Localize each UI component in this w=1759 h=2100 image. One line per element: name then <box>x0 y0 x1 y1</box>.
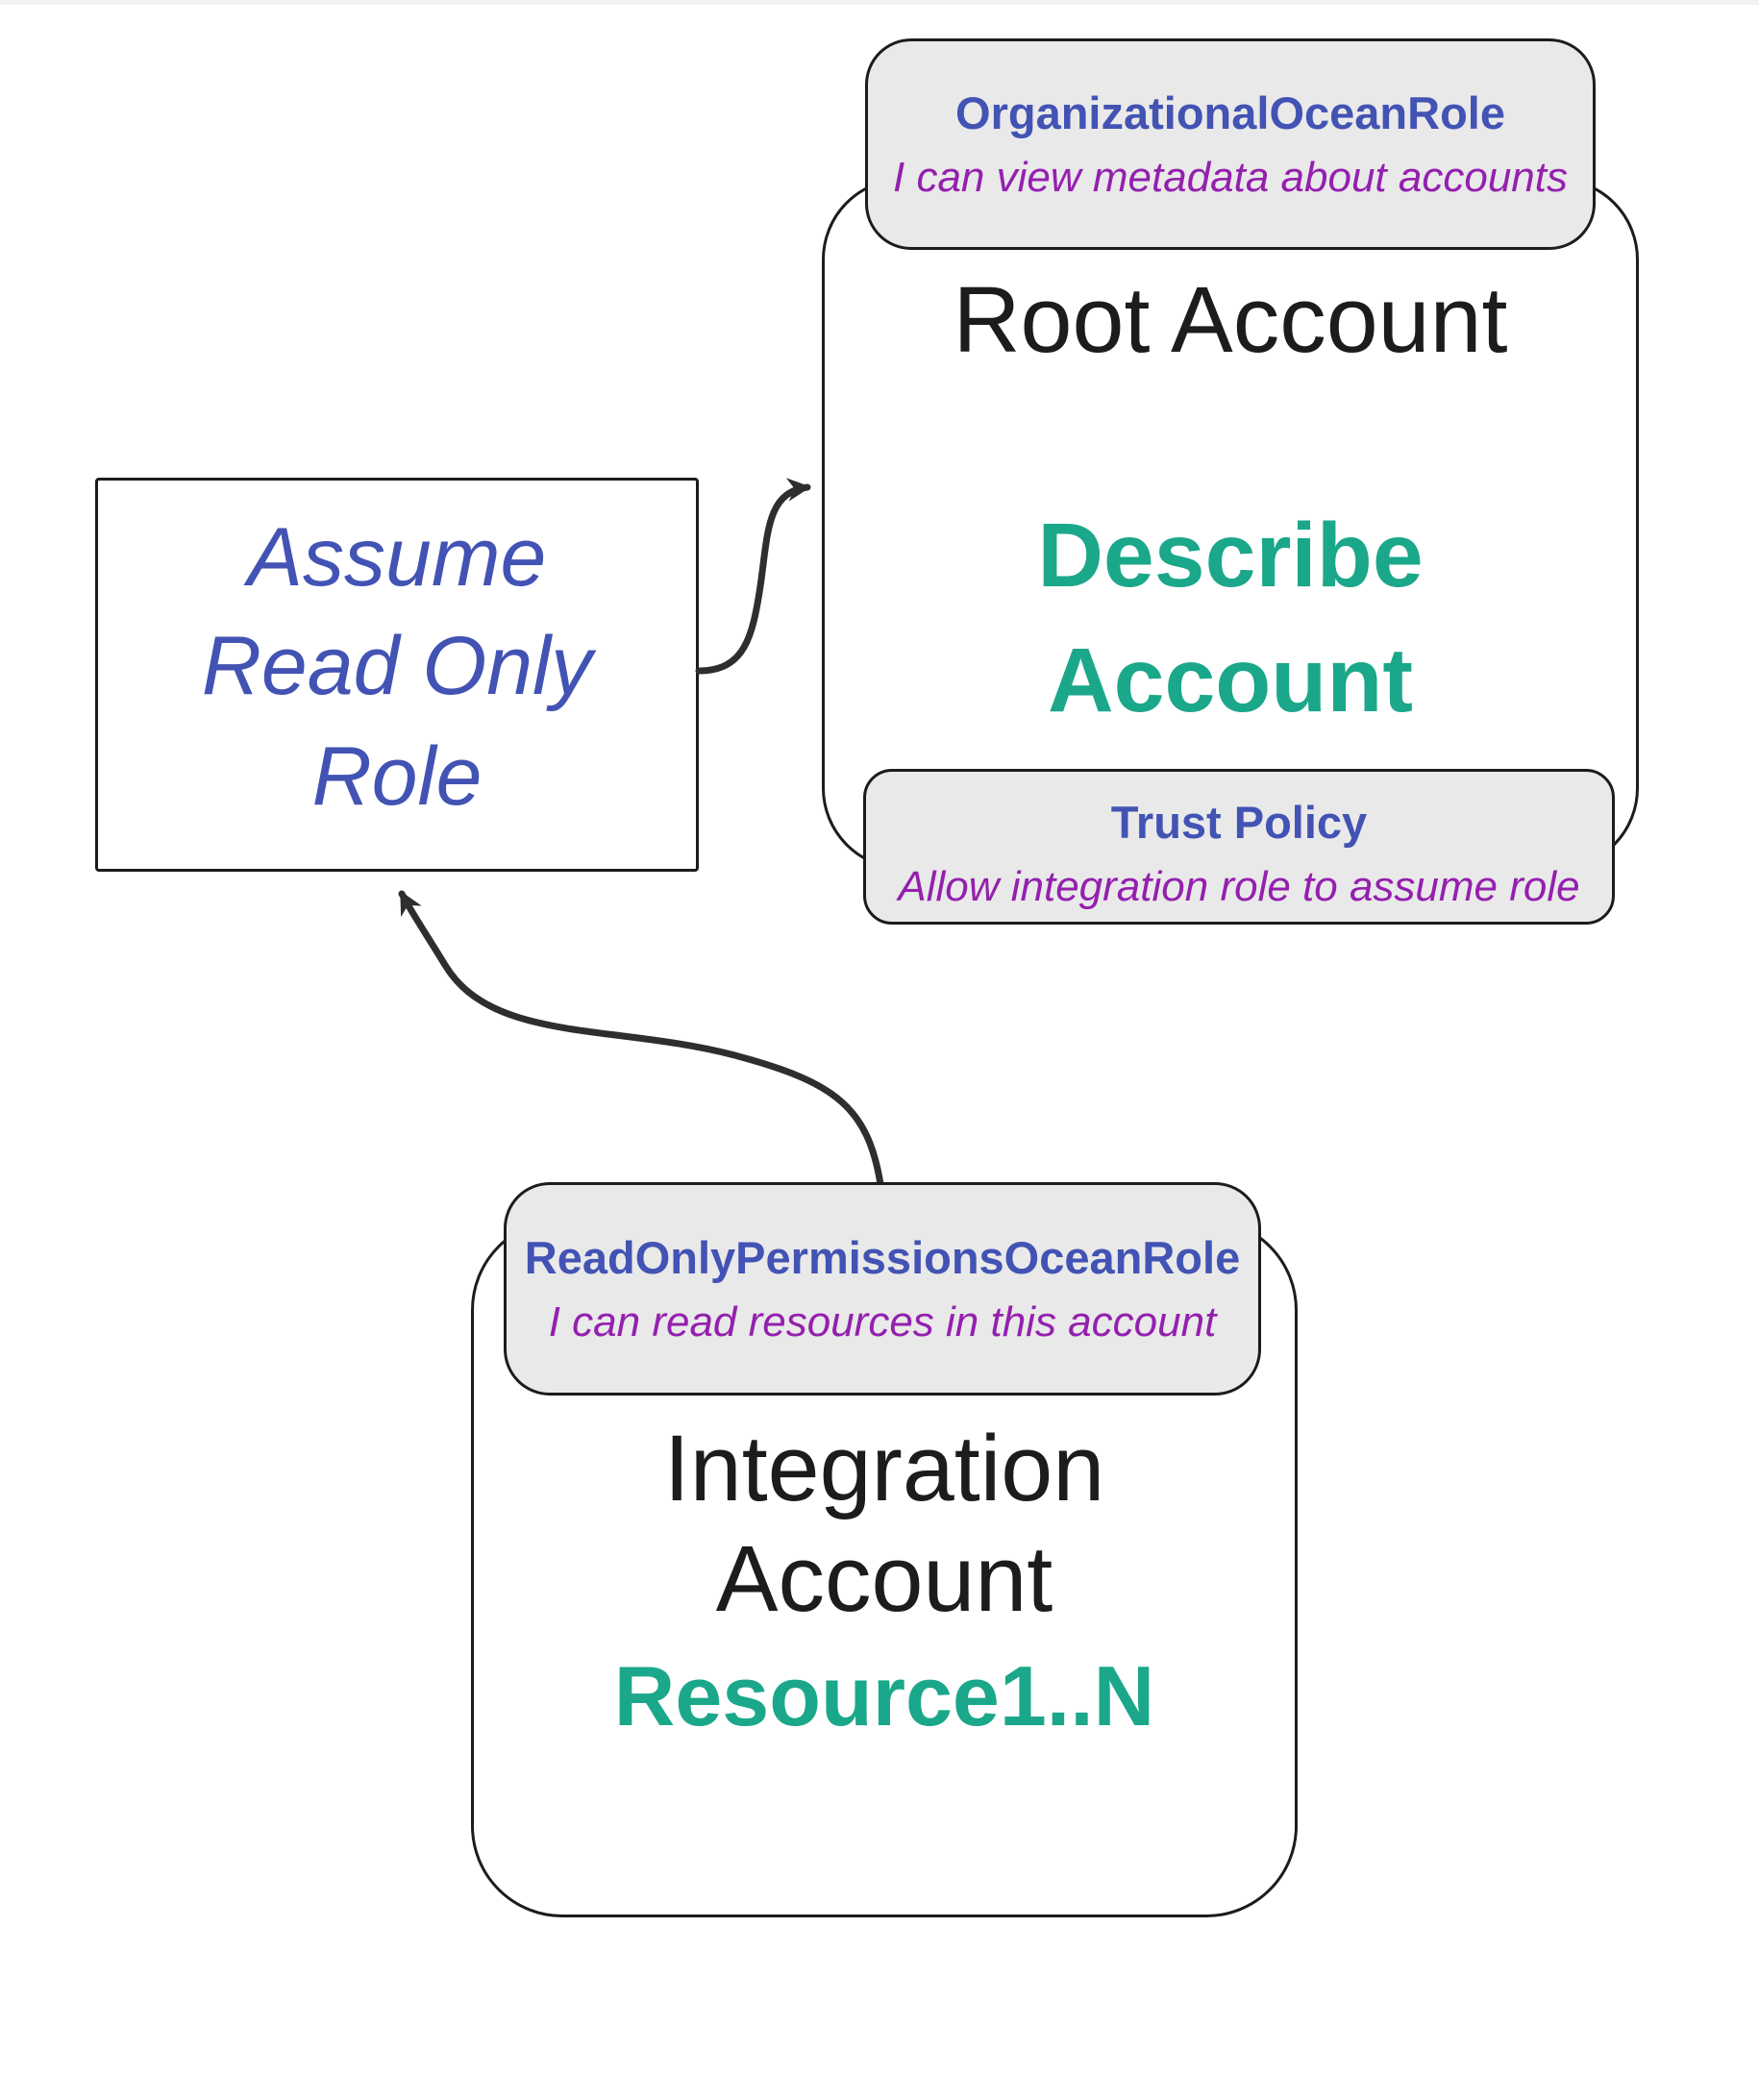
trust-policy-title: Trust Policy <box>1110 796 1368 848</box>
read-only-permissions-ocean-role-badge: ReadOnlyPermissionsOceanRole I can read … <box>504 1182 1261 1396</box>
assume-role-line3: Role <box>311 730 483 823</box>
describe-account-line2: Account <box>1048 630 1413 731</box>
integration-account-title-line1: Integration <box>663 1416 1105 1520</box>
assume-role-line2: Read Only <box>201 620 593 712</box>
root-account-title: Root Account <box>953 267 1508 372</box>
integration-account-title-line2: Account <box>715 1526 1053 1631</box>
page-top-divider <box>0 0 1759 5</box>
root-account-box: Root Account Describe Account <box>822 178 1639 870</box>
assume-read-only-role-box: Assume Read Only Role <box>95 478 699 872</box>
organizational-ocean-role-subtitle: I can view metadata about accounts <box>893 153 1568 201</box>
describe-account-line1: Describe <box>1037 505 1424 606</box>
assume-role-line1: Assume <box>247 511 547 604</box>
organizational-ocean-role-badge: OrganizationalOceanRole I can view metad… <box>865 38 1596 250</box>
organizational-ocean-role-title: OrganizationalOceanRole <box>955 86 1505 138</box>
integration-to-assume-arrow <box>398 890 884 1188</box>
integration-resources-label: Resource1..N <box>613 1648 1155 1743</box>
read-only-permissions-ocean-role-title: ReadOnlyPermissionsOceanRole <box>524 1231 1241 1283</box>
read-only-permissions-ocean-role-subtitle: I can read resources in this account <box>548 1297 1217 1346</box>
trust-policy-subtitle: Allow integration role to assume role <box>898 862 1580 910</box>
trust-policy-badge: Trust Policy Allow integration role to a… <box>863 769 1615 925</box>
assume-to-root-arrow <box>695 478 811 675</box>
